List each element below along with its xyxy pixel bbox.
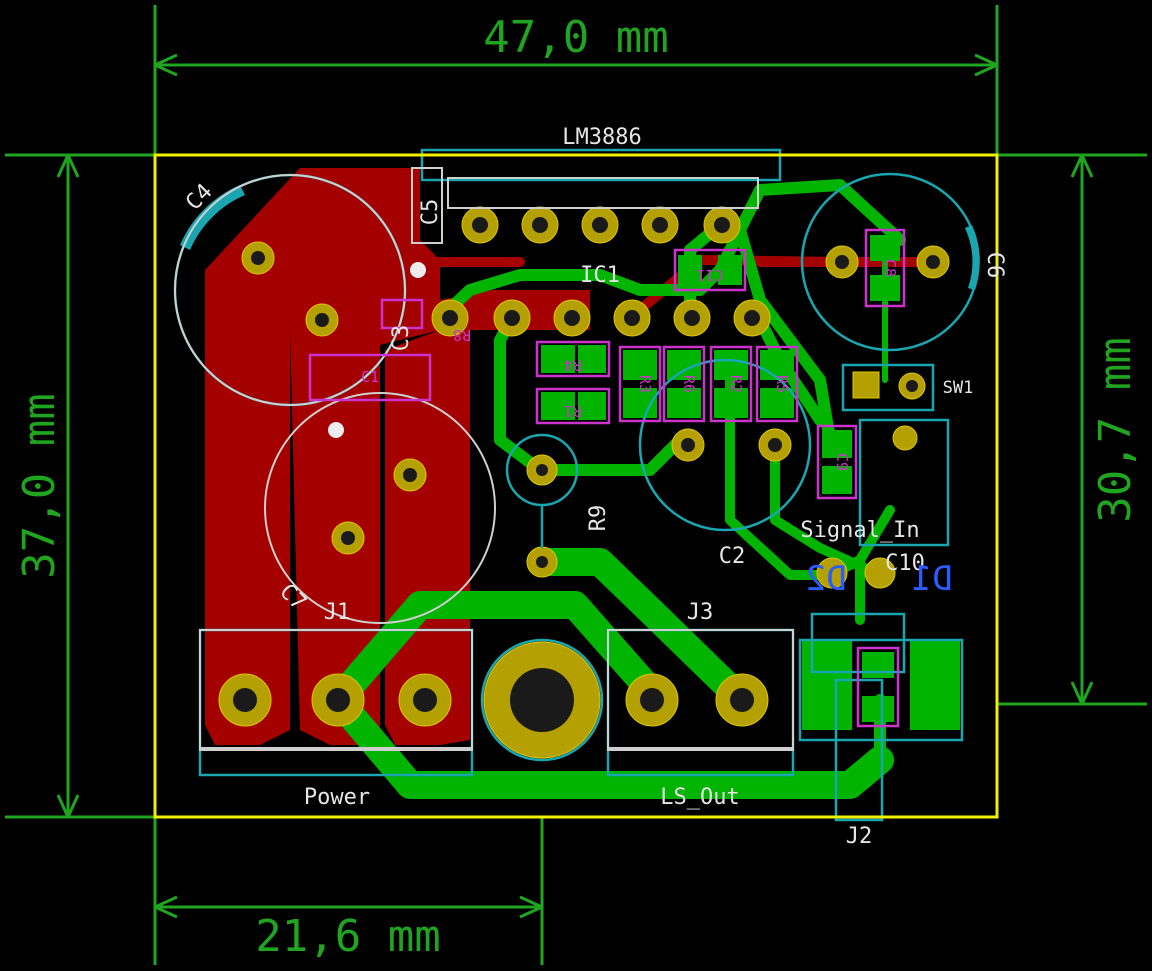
c10-label: C10	[885, 551, 925, 576]
fab-layer	[308, 228, 906, 728]
c8-label: C8	[881, 259, 899, 277]
r6-label: R6	[680, 375, 698, 393]
c11-label: C11	[696, 266, 723, 284]
r4-label: R4	[564, 356, 582, 374]
d1-label: D1	[912, 559, 953, 599]
smd-pads	[541, 235, 960, 730]
dimension-lines	[5, 5, 1147, 965]
r3-label: R3	[636, 375, 654, 393]
r1-label: R1	[564, 402, 582, 420]
j3-label: J3	[687, 600, 714, 625]
c2-label: C2	[719, 544, 746, 569]
d2-label: D2	[806, 559, 847, 599]
r8-label: R8	[453, 326, 471, 344]
r9-label: R9	[586, 505, 611, 532]
dimension-height-left-label: 37,0 mm	[14, 393, 65, 578]
copper-back-traces	[324, 179, 906, 799]
c9-label: C9	[833, 453, 851, 471]
dimension-bottom-label: 21,6 mm	[255, 911, 440, 962]
sw1-label: SW1	[943, 378, 974, 398]
smd-pads-front	[315, 302, 425, 395]
silkscreen-layer	[174, 167, 794, 751]
dimension-height-right-label: 30,7 mm	[1090, 337, 1141, 522]
c6-label: C6	[982, 252, 1007, 279]
c1-label: C1	[361, 368, 379, 386]
c5-label: C5	[418, 199, 443, 226]
j1-label: J1	[324, 600, 351, 625]
board-outline	[153, 153, 999, 819]
r5-label: R5	[773, 375, 791, 393]
ls-out-label: LS_Out	[660, 785, 739, 810]
power-label: Power	[304, 785, 370, 810]
dimension-width-label: 47,0 mm	[483, 12, 668, 63]
j2-label: J2	[846, 824, 873, 849]
drill-holes	[233, 217, 940, 732]
r2-label: R2	[727, 375, 745, 393]
signal-in-label: Signal_In	[800, 518, 919, 543]
c3-label: C3	[389, 325, 414, 352]
ic-value-label: LM3886	[562, 125, 641, 150]
capacitor-polarity-marks	[180, 185, 980, 290]
silkscreen-dots	[328, 262, 426, 438]
ic-ref-label: IC1	[580, 263, 620, 288]
